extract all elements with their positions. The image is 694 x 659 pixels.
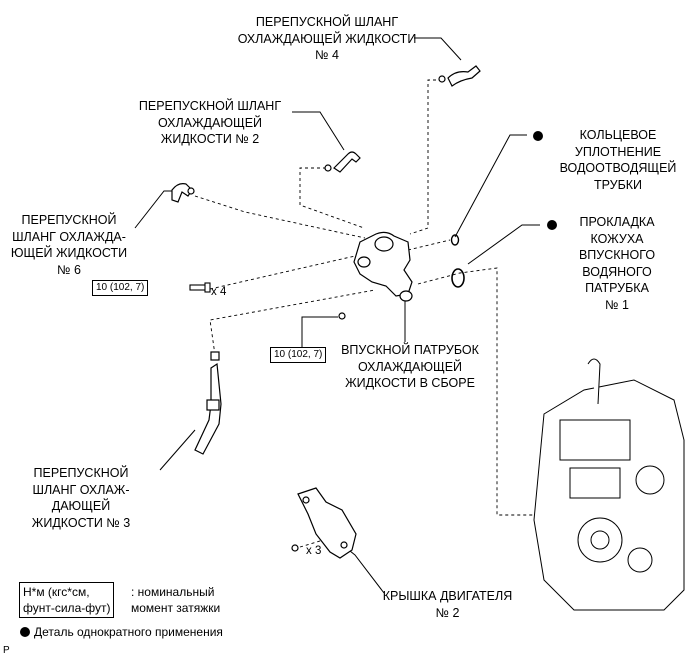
label-oring: КОЛЬЦЕВОЕ УПЛОТНЕНИЕ ВОДООТВОДЯЩЕЙ ТРУБК… xyxy=(559,128,677,192)
cover2-part xyxy=(291,487,357,559)
align-bolts xyxy=(209,255,356,290)
gasket-part xyxy=(451,268,465,288)
leader-gasket xyxy=(467,224,540,265)
engine-part xyxy=(533,358,685,611)
bolts-quantity: x 4 xyxy=(211,286,227,298)
leader-hose2 xyxy=(292,111,345,151)
label-inlet: ВПУСКНОЙ ПАТРУБОК ОХЛАЖДАЮЩЕЙ ЖИДКОСТИ В… xyxy=(341,343,479,390)
legend-single-use-text: Деталь однократного применения xyxy=(34,625,223,639)
bolt-part xyxy=(189,282,211,293)
label-hose6: ПЕРЕПУСКНОЙ ШЛАНГ ОХЛАЖДА- ЮЩЕЙ ЖИДКОСТИ… xyxy=(10,213,128,277)
label-hose3: ПЕРЕПУСКНОЙ ШЛАНГ ОХЛАЖ- ДАЮЩЕЙ ЖИДКОСТИ… xyxy=(31,466,131,530)
align-cover xyxy=(299,534,341,548)
leader-hose3 xyxy=(159,429,196,471)
label-hose4: ПЕРЕПУСКНОЙ ШЛАНГ ОХЛАЖДАЮЩЕЙ ЖИДКОСТИ №… xyxy=(237,15,417,62)
leader-oring xyxy=(454,134,527,238)
leader-hose4 xyxy=(414,37,462,61)
legend-unit-description: : номинальный момент затяжки xyxy=(131,585,221,615)
nut-part xyxy=(338,312,346,320)
leader-nut xyxy=(301,316,338,347)
hose4-part xyxy=(438,65,481,87)
hose2-part xyxy=(324,151,361,173)
torque-box-bolts: 10 (102, 7) xyxy=(92,280,149,296)
corner-mark: P xyxy=(3,645,10,656)
label-gasket: ПРОКЛАДКА КОЖУХА ВПУСКНОГО ВОДЯНОГО ПАТР… xyxy=(578,215,656,312)
align-oring xyxy=(407,239,451,251)
single-use-mark-oring xyxy=(533,131,543,141)
label-hose2: ПЕРЕПУСКНОЙ ШЛАНГ ОХЛАЖДАЮЩЕЙ ЖИДКОСТИ №… xyxy=(138,99,282,146)
label-cover: КРЫШКА ДВИГАТЕЛЯ № 2 xyxy=(382,589,513,620)
align-hose2 xyxy=(299,167,365,229)
align-hose4 xyxy=(409,79,442,235)
legend-single-use-dot xyxy=(20,627,30,637)
inlet-housing-part xyxy=(353,231,413,302)
hose6-part xyxy=(171,183,195,203)
align-hose6 xyxy=(194,195,366,239)
hose3-part xyxy=(194,351,222,455)
torque-box-nut: 10 (102, 7) xyxy=(270,347,327,363)
single-use-mark-gasket xyxy=(547,220,557,230)
align-gasket xyxy=(417,267,545,516)
legend-unit-box: Н*м (кгс*см, фунт-сила-фут) xyxy=(19,582,115,618)
oring-part xyxy=(450,234,460,246)
cover-quantity: x 3 xyxy=(306,545,322,557)
